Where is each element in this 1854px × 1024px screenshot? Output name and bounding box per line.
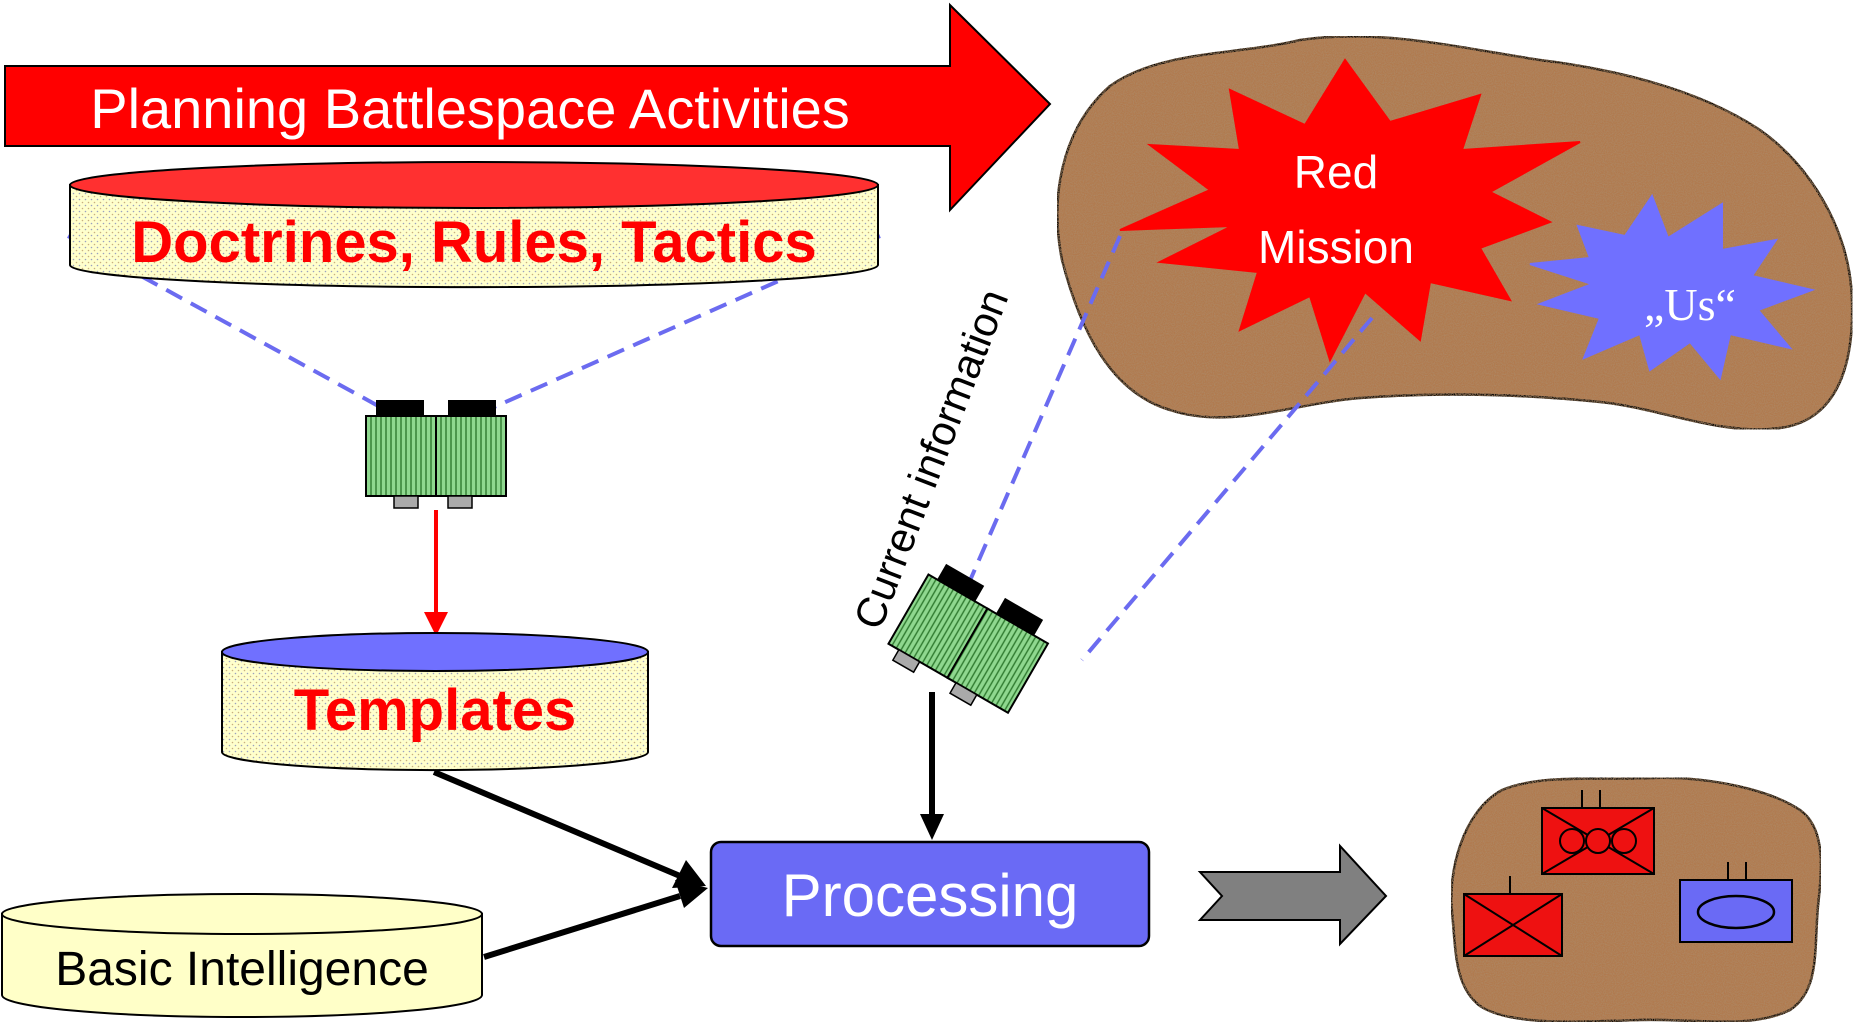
planning-banner-arrow: Planning Battlespace Activities — [4, 2, 1052, 213]
basic-intelligence-database: Basic Intelligence — [0, 893, 483, 1018]
input-arrows — [432, 692, 944, 960]
doctrines-database: Doctrines, Rules, Tactics — [69, 161, 879, 289]
us-label: „Us“ — [1644, 279, 1736, 330]
us-star: „Us“ — [1529, 193, 1816, 381]
red-mission-label-line1: Red — [1294, 146, 1378, 198]
templates-database: Templates — [221, 632, 649, 772]
binoculars-tilted-icon — [887, 563, 1050, 715]
output-arrow — [1197, 843, 1388, 947]
templates-label: Templates — [294, 678, 577, 743]
processing-box: Processing — [709, 840, 1151, 948]
red-infantry-unit-icon — [1463, 876, 1563, 957]
doctrines-label: Doctrines, Rules, Tactics — [131, 210, 817, 275]
red-mission-star: Red Mission — [1119, 58, 1581, 363]
binoculars-icon — [365, 400, 507, 509]
banner-title: Planning Battlespace Activities — [90, 77, 850, 140]
red-mission-label-line2: Mission — [1258, 221, 1414, 273]
red-mechanized-unit-icon — [1541, 790, 1655, 875]
blue-armor-unit-icon — [1679, 862, 1793, 943]
basic-intelligence-label: Basic Intelligence — [55, 943, 429, 996]
processing-label: Processing — [782, 862, 1079, 929]
arrow-to-templates-head — [424, 612, 448, 636]
